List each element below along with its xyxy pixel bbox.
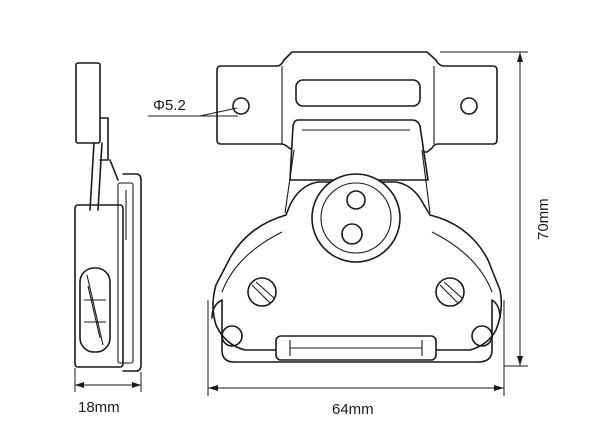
side-body: [74, 204, 124, 368]
rivet-right: [435, 277, 465, 307]
front-view: [211, 51, 503, 363]
rivet-hole-lower: [341, 223, 363, 245]
hole-callout: Φ5.2: [148, 97, 238, 117]
front-width-label: 64mm: [332, 401, 374, 418]
callout-leader: [199, 107, 238, 117]
strike-hole-right: [460, 97, 478, 115]
dim-front-height: 70mm: [440, 51, 552, 367]
strike-window: [295, 79, 421, 107]
side-strap: [75, 62, 101, 144]
dim-side-width: 18mm: [74, 368, 142, 416]
rivet-boss-inner: [320, 182, 392, 254]
hinge-pin-lines: [289, 340, 423, 356]
hinge-curl-right: [471, 325, 493, 347]
strike-ear-lines: [281, 66, 435, 144]
side-base-plate: [122, 173, 142, 372]
bottom-hinge: [211, 299, 501, 363]
side-spring-outer: [79, 267, 111, 353]
hole-diameter-label: Φ5.2: [153, 97, 186, 114]
dim-front-width: 64mm: [207, 300, 505, 418]
latch-body: [212, 181, 503, 351]
front-height-label: 70mm: [535, 198, 552, 240]
latch-wing-ridges: [221, 231, 493, 293]
side-view: [74, 62, 142, 372]
side-base-inner: [117, 182, 134, 364]
hook-handle: [289, 119, 429, 181]
latch-side-rails: [284, 149, 431, 214]
hinge-curl-left: [221, 325, 243, 347]
side-link: [89, 142, 119, 211]
side-width-label: 18mm: [78, 399, 120, 416]
rivet-boss-outer: [311, 173, 401, 263]
side-hook-neck: [99, 117, 109, 161]
rivet-hole-upper: [346, 190, 366, 210]
strike-hole-left: [232, 97, 250, 115]
side-spring-coil: [84, 274, 106, 346]
strike-plate: [216, 51, 498, 153]
rivet-left: [247, 277, 277, 307]
